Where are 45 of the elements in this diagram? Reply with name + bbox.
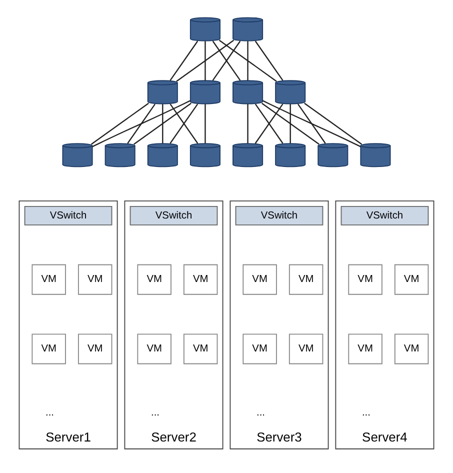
- node-box: VM: [242, 333, 277, 364]
- node-box: VM: [348, 333, 382, 364]
- node-box: VM: [288, 264, 324, 294]
- node-box: VM: [32, 333, 66, 364]
- connector: [92, 100, 191, 147]
- node-box: VM: [78, 333, 112, 364]
- label: ...: [46, 406, 54, 418]
- connector: [176, 39, 234, 82]
- connector: [297, 103, 326, 144]
- node-box: VM: [183, 333, 218, 364]
- connector: [204, 40, 206, 80]
- label: ...: [151, 406, 160, 418]
- connector: [204, 104, 206, 143]
- node-box: VM: [137, 264, 172, 294]
- connector: [90, 102, 149, 144]
- connector: [262, 100, 361, 147]
- node-box: VSwitch: [130, 206, 218, 225]
- connector: [254, 103, 284, 144]
- node-box: VM: [348, 264, 382, 294]
- node-box: VSwitch: [340, 206, 429, 225]
- connector: [247, 104, 248, 143]
- label: ...: [362, 406, 370, 418]
- connector: [162, 104, 164, 143]
- node-box: VM: [183, 264, 218, 294]
- node-box: VM: [32, 264, 66, 294]
- connector: [247, 40, 248, 80]
- node-box: VM: [242, 264, 277, 294]
- connector: [261, 102, 320, 144]
- connector: [127, 103, 156, 144]
- connector: [170, 40, 198, 80]
- node-box: VM: [78, 264, 112, 294]
- node-box: VM: [288, 333, 324, 364]
- connector: [170, 103, 198, 144]
- node-box: VSwitch: [235, 206, 324, 225]
- connector: [134, 102, 192, 144]
- node-box: VM: [394, 333, 429, 364]
- connector: [304, 102, 362, 144]
- connector: [212, 40, 241, 80]
- connector: [218, 39, 277, 82]
- node-box: VM: [137, 333, 172, 364]
- label: ...: [256, 406, 265, 418]
- connector: [290, 104, 291, 143]
- connector: [254, 40, 284, 80]
- node-box: VM: [394, 264, 429, 294]
- node-box: VSwitch: [24, 206, 112, 225]
